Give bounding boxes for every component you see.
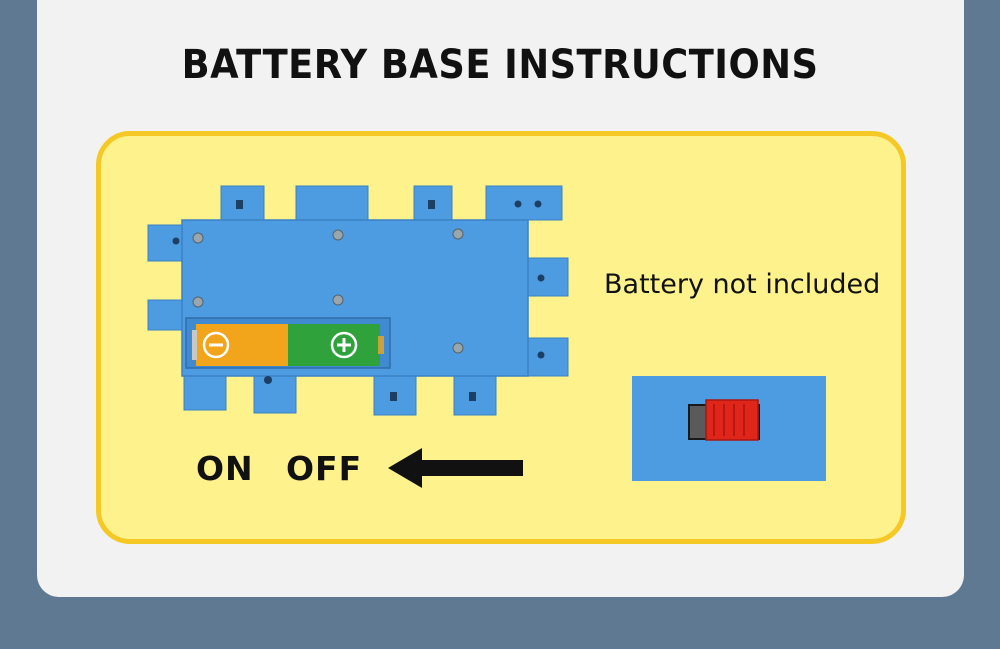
battery-base-illustration: [147, 185, 569, 416]
off-label: OFF: [286, 449, 363, 488]
base-body: [147, 185, 569, 416]
minus-icon: [202, 331, 230, 359]
on-label: ON: [196, 449, 254, 488]
page-title: BATTERY BASE INSTRUCTIONS: [181, 42, 819, 88]
battery-note: Battery not included: [604, 269, 881, 300]
power-switch-photo: [632, 376, 826, 481]
power-switch-icon: [688, 399, 760, 441]
plus-icon: [330, 331, 358, 359]
arrow-left-icon: [388, 448, 523, 488]
